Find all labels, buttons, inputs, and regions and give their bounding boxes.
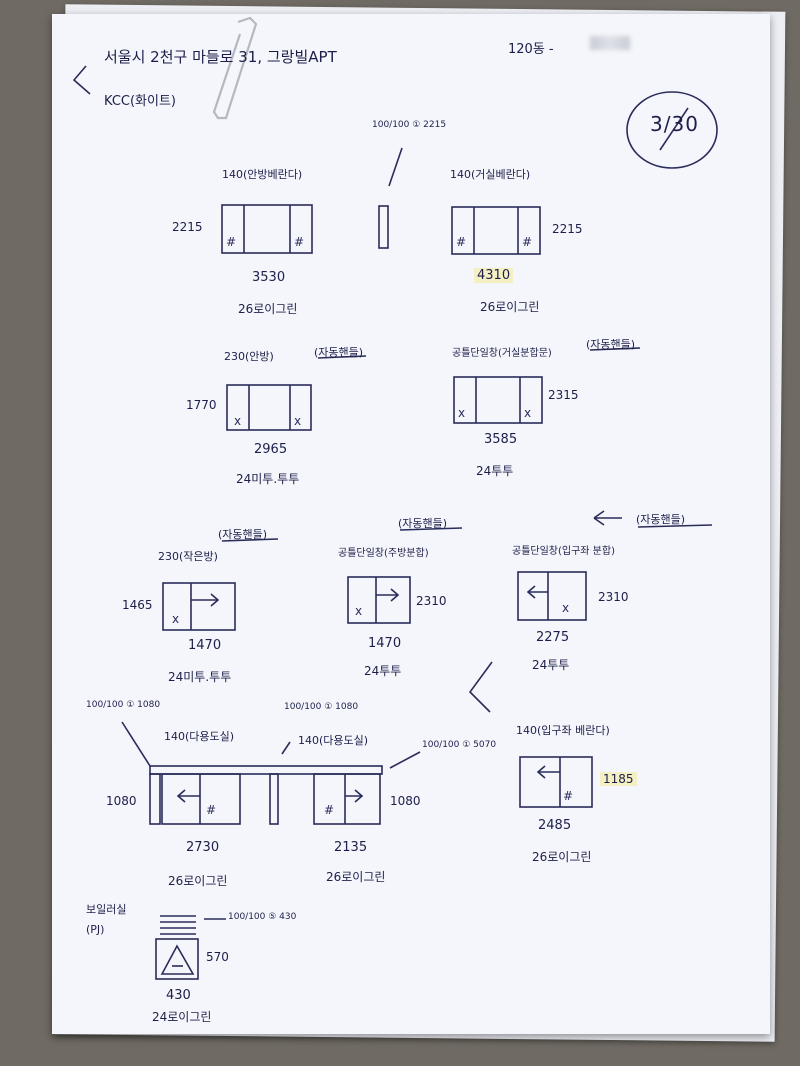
svg-text:x: x bbox=[172, 612, 179, 626]
svg-text:x: x bbox=[234, 414, 241, 428]
w7-height: 2310 bbox=[598, 590, 629, 604]
left-chevron-mark bbox=[468, 661, 493, 713]
top-fixed-note: 100/100 ① 2215 bbox=[372, 120, 447, 130]
svg-text:#: # bbox=[324, 803, 334, 817]
svg-text:x: x bbox=[458, 406, 465, 420]
w8-spec: 26로이그린 bbox=[168, 874, 228, 888]
svg-text:#: # bbox=[563, 789, 573, 803]
w5-spec: 24미투.투투 bbox=[168, 670, 232, 684]
svg-text:#: # bbox=[522, 235, 532, 249]
w4-label: 공틀단일창(거실분합문) bbox=[452, 348, 552, 359]
w3-label: 230(안방) bbox=[224, 350, 274, 363]
w3-width: 2965 bbox=[254, 442, 288, 457]
w5-width: 1470 bbox=[188, 638, 222, 653]
boiler-louver-note: 100/100 ⑤ 430 bbox=[228, 912, 297, 922]
left-fixed-note: 100/100 ① 1080 bbox=[86, 700, 161, 710]
paper-sheet bbox=[52, 14, 770, 1034]
w8-width: 2730 bbox=[186, 840, 220, 855]
w4-height: 2315 bbox=[548, 388, 579, 402]
w3-height: 1770 bbox=[186, 398, 217, 412]
svg-text:x: x bbox=[294, 414, 301, 428]
w2-height: 2215 bbox=[552, 222, 583, 236]
svg-text:#: # bbox=[206, 803, 216, 817]
right-fixed-note: 100/100 ① 5070 bbox=[422, 740, 497, 750]
w3-note: (자동핸들) bbox=[314, 346, 364, 359]
w1-spec: 26로이그린 bbox=[238, 302, 298, 316]
w5-note: (자동핸들) bbox=[218, 528, 268, 541]
w6-height: 2310 bbox=[416, 594, 447, 608]
w5-label: 230(작은방) bbox=[158, 550, 218, 563]
w11-width: 430 bbox=[166, 988, 191, 1003]
w11-label: 보일러실 (PJ) bbox=[86, 903, 127, 936]
svg-text:x: x bbox=[355, 604, 362, 618]
redacted-unit-number bbox=[590, 36, 630, 50]
w6-note: (자동핸들) bbox=[398, 517, 448, 530]
w2-width: 4310 bbox=[474, 268, 514, 283]
w7-spec: 24투투 bbox=[532, 658, 570, 672]
w8-height: 1080 bbox=[106, 794, 137, 808]
svg-text:#: # bbox=[294, 235, 304, 249]
w8-label: 140(다용도실) bbox=[164, 730, 235, 743]
w4-width: 3585 bbox=[484, 432, 518, 447]
w2-label: 140(거실베란다) bbox=[450, 168, 531, 181]
w1-width: 3530 bbox=[252, 270, 286, 285]
w5-height: 1465 bbox=[122, 598, 153, 612]
unit-number: 120동 - bbox=[508, 42, 554, 57]
mid-fixed-note: 100/100 ① 1080 bbox=[284, 702, 359, 712]
paper-clip-icon bbox=[212, 16, 258, 120]
svg-text:#: # bbox=[226, 235, 236, 249]
back-chevron-icon bbox=[72, 65, 91, 95]
w10-width: 2485 bbox=[538, 818, 572, 833]
w6-width: 1470 bbox=[368, 636, 402, 651]
w1-label: 140(안방베란다) bbox=[222, 168, 303, 181]
svg-text:x: x bbox=[524, 406, 531, 420]
w10-height: 1185 bbox=[600, 772, 637, 786]
w9-height: 1080 bbox=[390, 794, 421, 808]
address-line: 서울시 2천구 마들로 31, 그랑빌APT bbox=[104, 48, 337, 66]
w6-label: 공틀단일창(주방분합) bbox=[338, 548, 429, 559]
w7-note: (자동핸들) bbox=[636, 513, 686, 526]
brand-label: KCC(화이트) bbox=[104, 94, 176, 109]
page-counter: 3/30 bbox=[650, 112, 699, 136]
w10-spec: 26로이그린 bbox=[532, 850, 592, 864]
w7-label: 공틀단일창(입구좌 분합) bbox=[512, 546, 615, 557]
w9-label: 140(다용도실) bbox=[298, 734, 369, 747]
svg-text:x: x bbox=[562, 601, 569, 615]
w4-spec: 24투투 bbox=[476, 464, 514, 478]
w10-label: 140(입구좌 베란다) bbox=[516, 724, 610, 737]
w1-height: 2215 bbox=[172, 220, 203, 234]
w6-spec: 24투투 bbox=[364, 664, 402, 678]
w7-width: 2275 bbox=[536, 630, 570, 645]
w9-spec: 26로이그린 bbox=[326, 870, 386, 884]
w3-spec: 24미투.투투 bbox=[236, 472, 300, 486]
w11-height: 570 bbox=[206, 950, 229, 964]
w9-width: 2135 bbox=[334, 840, 368, 855]
page-counter-circle bbox=[626, 91, 718, 169]
svg-text:#: # bbox=[456, 235, 466, 249]
w2-spec: 26로이그린 bbox=[480, 300, 540, 314]
w11-spec: 24로이그린 bbox=[152, 1010, 212, 1024]
w4-note: (자동핸들) bbox=[586, 338, 636, 351]
